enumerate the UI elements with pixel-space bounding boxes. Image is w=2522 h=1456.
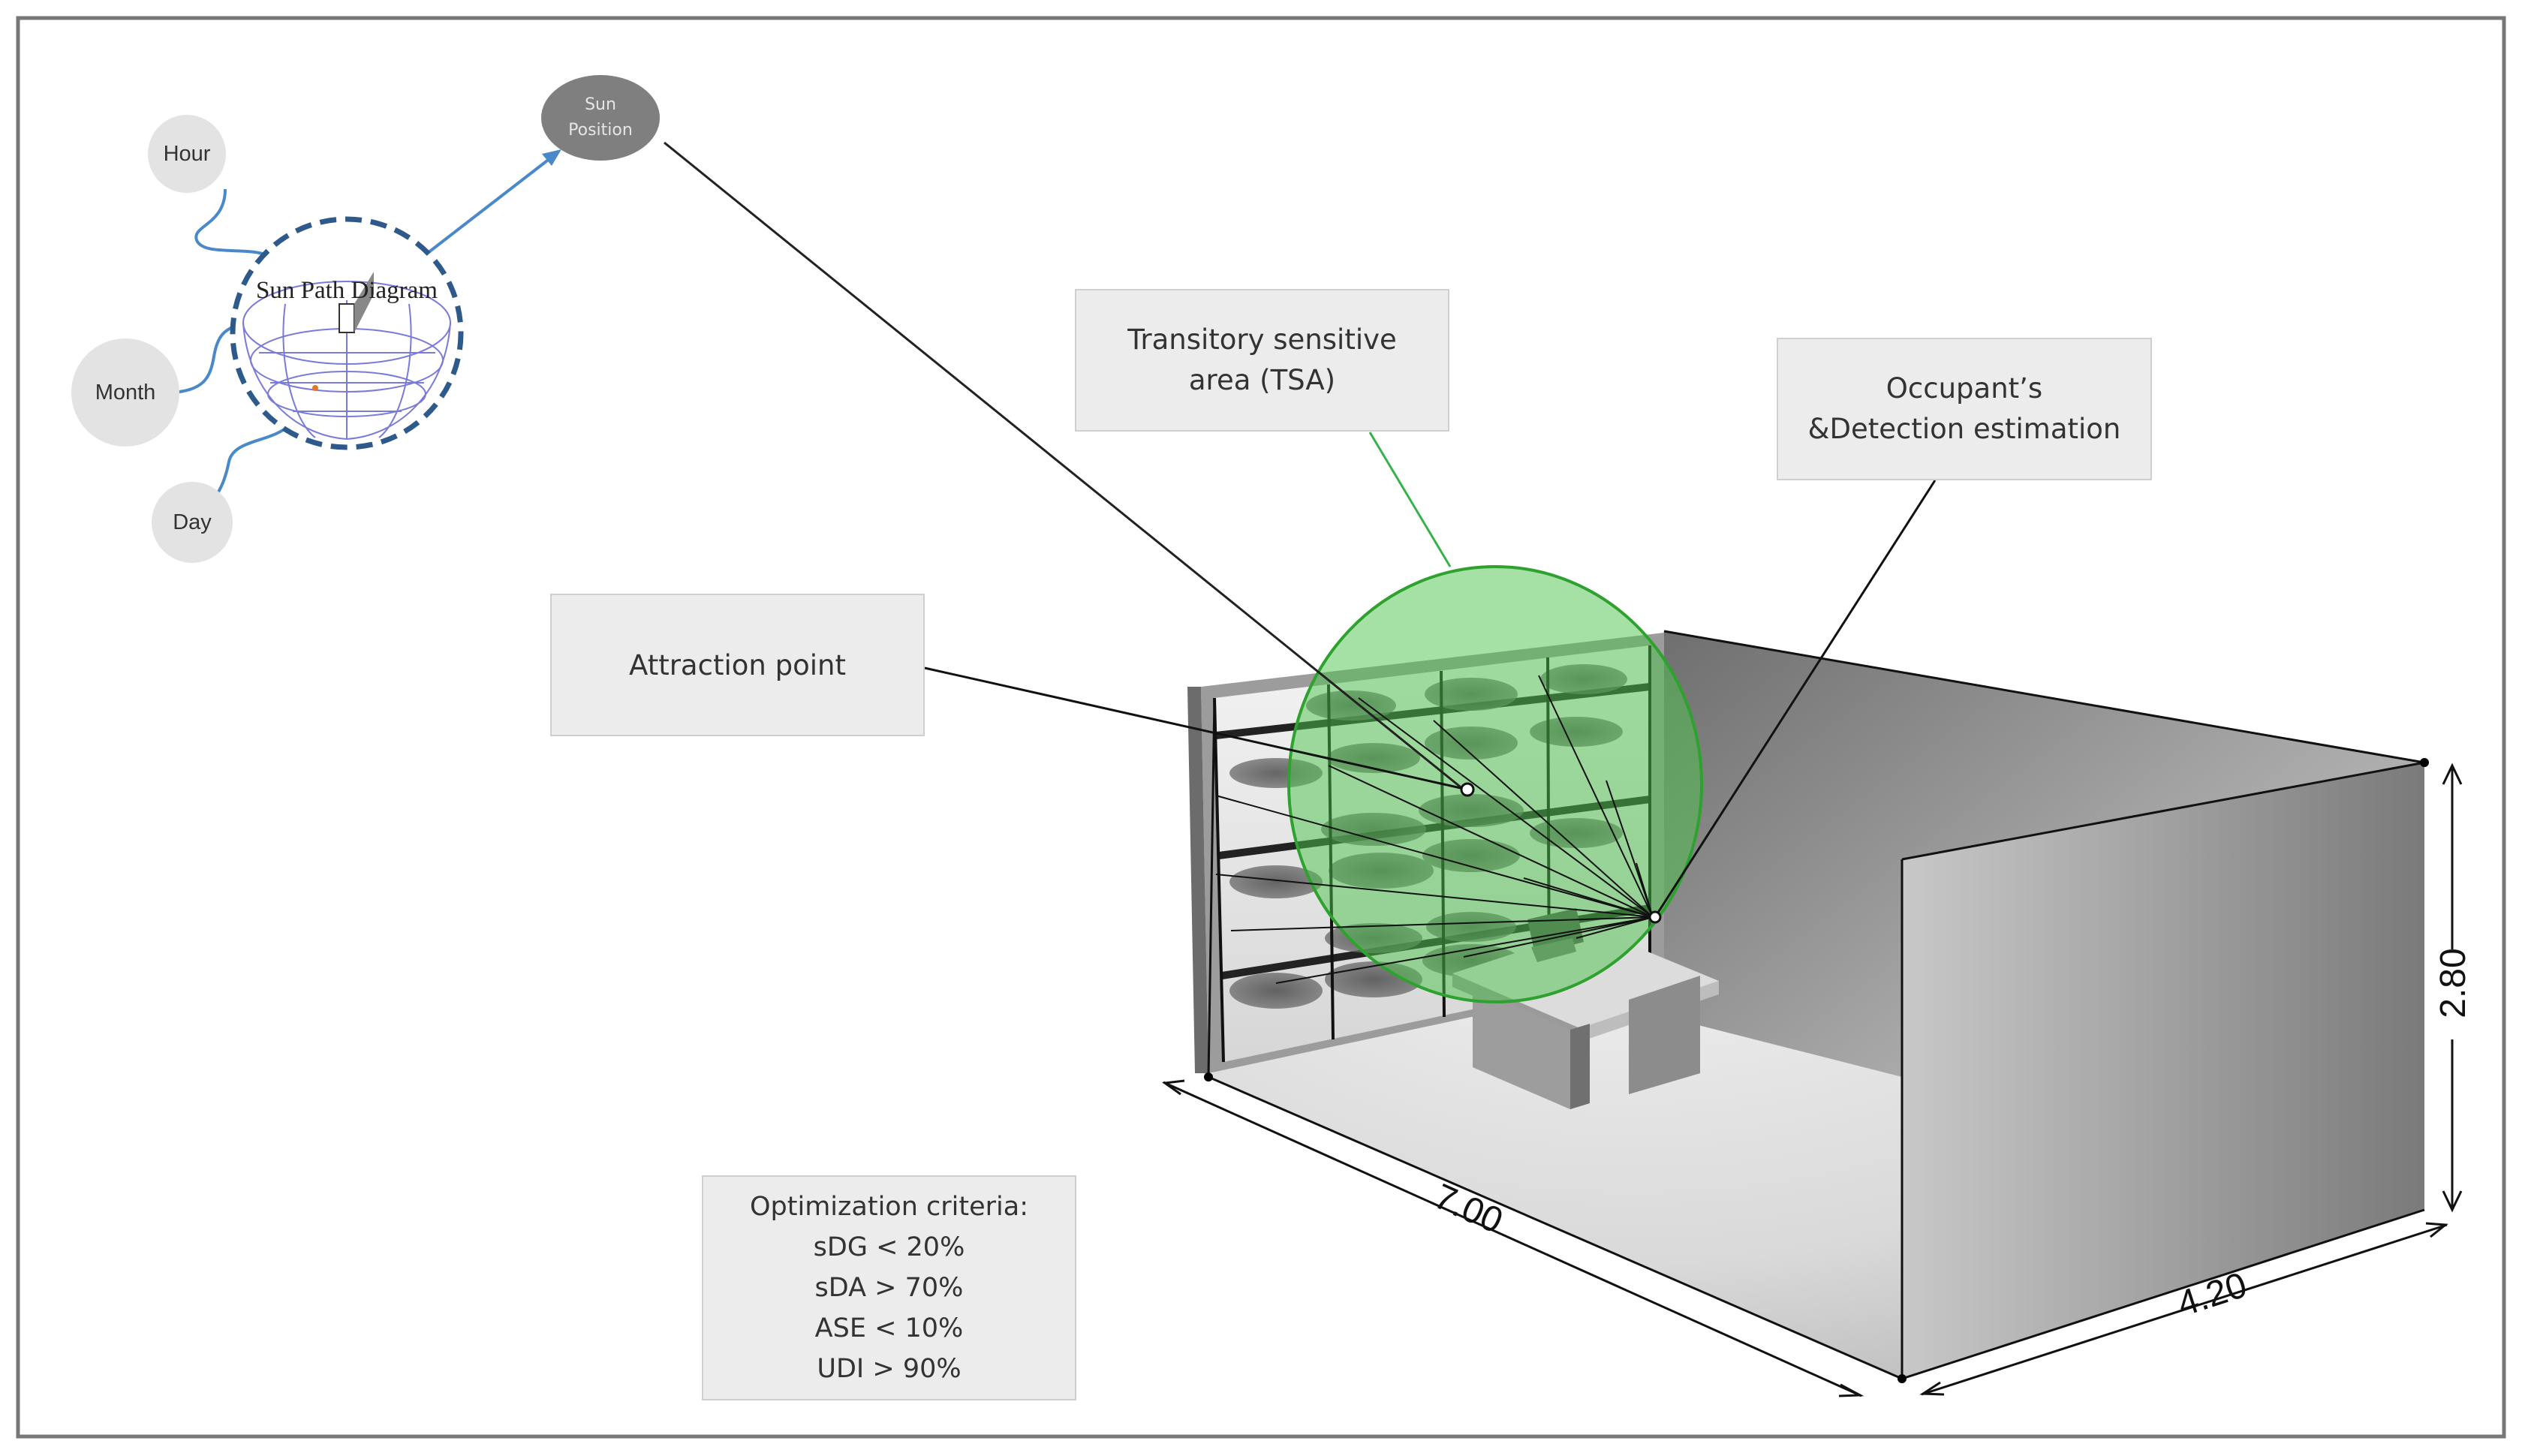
occupant-leader bbox=[1654, 480, 1937, 918]
window-wall-edge bbox=[1187, 687, 1208, 1073]
hour-input[interactable] bbox=[148, 115, 226, 193]
arrowhead-icon bbox=[2425, 1222, 2448, 1238]
criteria-item: sDA > 70% bbox=[814, 1273, 964, 1303]
occupant-point-marker bbox=[1648, 910, 1662, 924]
height-label-background bbox=[2432, 949, 2472, 1039]
tsa-leader bbox=[1368, 432, 1452, 567]
sun-position-node[interactable] bbox=[541, 75, 660, 161]
attraction-callout: Attraction point bbox=[551, 594, 924, 736]
occupant-callout-box bbox=[1777, 338, 2152, 480]
sun-position-arrow bbox=[423, 152, 558, 257]
sun-ray-line bbox=[664, 141, 1464, 791]
hour-connector bbox=[194, 188, 263, 255]
corner-point bbox=[2420, 758, 2429, 767]
day-label: Day bbox=[173, 510, 212, 534]
criteria-item: UDI > 90% bbox=[817, 1354, 962, 1384]
room-end-wall bbox=[1902, 763, 2424, 1379]
tsa-zone bbox=[1287, 565, 1703, 1003]
occupant-callout-line2: &Detection estimation bbox=[1807, 413, 2121, 445]
attraction-point-marker bbox=[1460, 782, 1475, 797]
arrowhead-icon bbox=[2442, 763, 2463, 785]
month-input[interactable] bbox=[71, 338, 179, 447]
arrowhead-icon bbox=[1838, 1383, 1864, 1397]
hour-label: Hour bbox=[163, 141, 211, 166]
building-shadow-icon bbox=[354, 272, 374, 332]
dimension-width-line bbox=[1921, 1223, 2448, 1396]
month-connector bbox=[172, 323, 239, 394]
arrowhead-icon bbox=[542, 149, 561, 166]
sun-path-diagram-label: Sun Path Diagram bbox=[256, 276, 438, 304]
sun-position-line1: Sun bbox=[585, 95, 616, 114]
sun-path-globe-icon bbox=[242, 281, 451, 441]
dimension-length-line bbox=[1163, 1081, 1862, 1397]
arrowhead-icon bbox=[1161, 1079, 1185, 1096]
sun-path-workflow bbox=[71, 75, 660, 563]
occupant-callout-line1: Occupant’s bbox=[1885, 372, 2043, 405]
day-input[interactable] bbox=[152, 482, 233, 563]
corner-point bbox=[1898, 1374, 1907, 1383]
sun-position-label: Sun Position bbox=[541, 84, 660, 152]
sight-lines bbox=[1215, 675, 1654, 984]
criteria-callout: Optimization criteria: sDG < 20% sDA > 7… bbox=[703, 1176, 1076, 1400]
room-edges bbox=[1207, 630, 2425, 1380]
sun-position-line2: Position bbox=[568, 121, 633, 140]
month-label: Month bbox=[95, 380, 156, 405]
attraction-callout-label: Attraction point bbox=[629, 648, 846, 681]
tsa-callout-box bbox=[1075, 289, 1449, 432]
corner-point bbox=[1204, 1072, 1213, 1081]
criteria-item: sDG < 20% bbox=[813, 1232, 965, 1262]
attraction-callout-box bbox=[550, 594, 925, 736]
tsa-callout-line2: area (TSA) bbox=[1188, 364, 1336, 396]
leader-lines bbox=[664, 141, 1937, 918]
arrowhead-icon bbox=[1919, 1381, 1945, 1396]
attraction-leader bbox=[924, 666, 1468, 791]
tsa-callout-line1: Transitory sensitive bbox=[1127, 323, 1397, 356]
arrowhead-icon bbox=[2442, 1190, 2463, 1213]
tsa-callout: Transitory sensitive area (TSA) bbox=[1076, 290, 1449, 431]
criteria-title: Optimization criteria: bbox=[750, 1192, 1028, 1222]
occupant-callout: Occupant’s &Detection estimation bbox=[1777, 338, 2151, 480]
sun-marker-icon bbox=[312, 385, 318, 391]
criteria-callout-box bbox=[702, 1175, 1076, 1400]
criteria-item: ASE < 10% bbox=[814, 1313, 964, 1343]
dimension-height-label: 2.80 bbox=[2433, 948, 2473, 1018]
